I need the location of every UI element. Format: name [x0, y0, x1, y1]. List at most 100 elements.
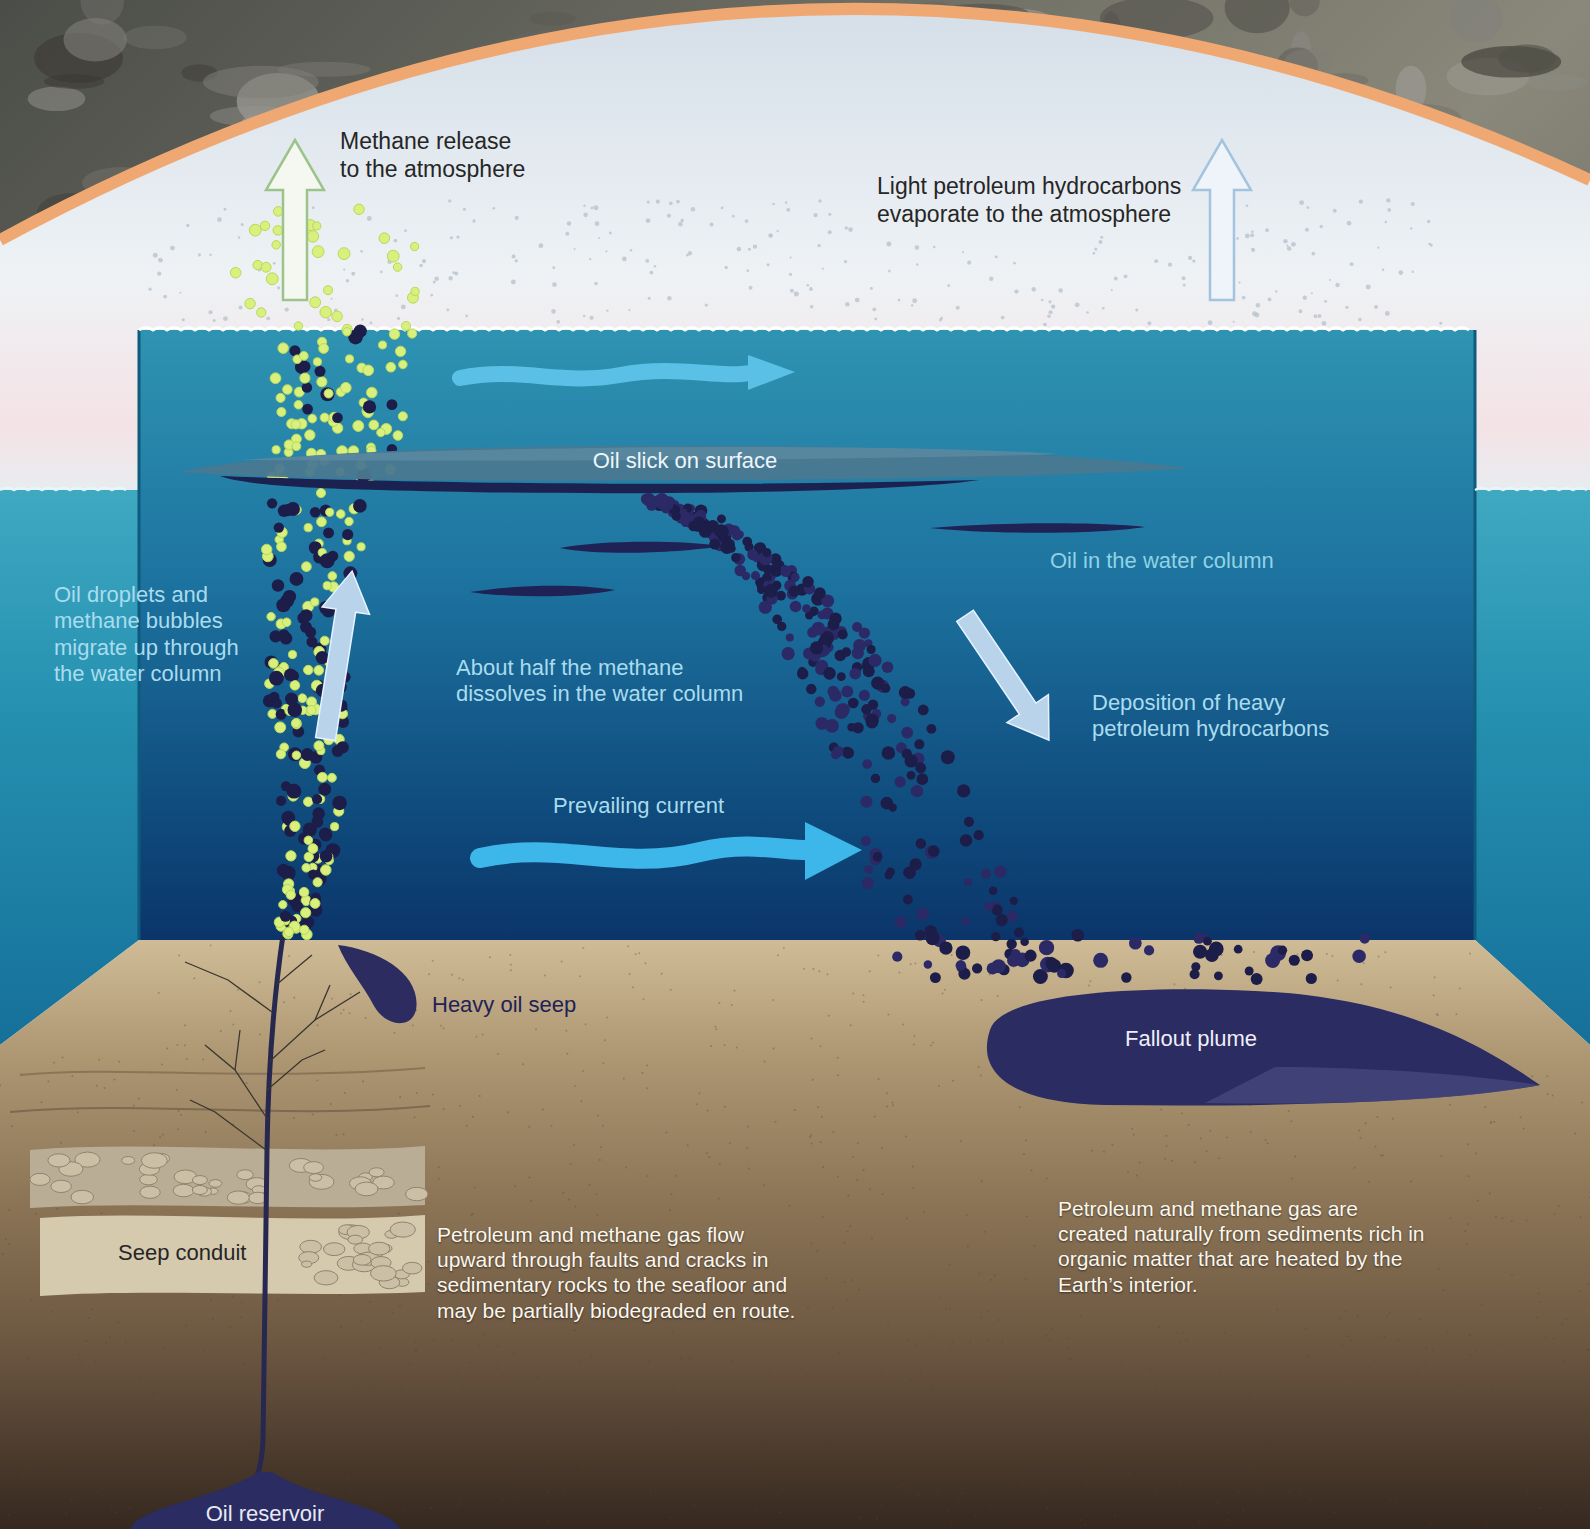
sand-speck — [153, 1392, 155, 1394]
sand-speck — [1341, 1484, 1343, 1486]
sand-speck — [513, 1353, 515, 1355]
sand-speck — [881, 1431, 883, 1433]
sand-speck — [1023, 1464, 1025, 1466]
sand-speck — [699, 1092, 701, 1094]
sand-speck — [34, 1487, 36, 1489]
sand-speck — [210, 1298, 212, 1300]
sand-speck — [822, 1216, 824, 1218]
sand-speck — [430, 1507, 432, 1509]
sand-speck — [175, 1367, 177, 1369]
oil-droplet — [727, 544, 735, 552]
mist-dot — [1233, 321, 1235, 323]
sand-speck — [707, 1110, 709, 1112]
sand-speck — [1501, 1399, 1503, 1401]
mist-dot — [609, 232, 612, 235]
sand-speck — [617, 1408, 619, 1410]
sand-speck — [1447, 1332, 1449, 1334]
sand-speck — [60, 1142, 62, 1144]
sand-speck — [177, 1128, 179, 1130]
sand-speck — [94, 1360, 96, 1362]
sand-speck — [1310, 1500, 1312, 1502]
mist-dot — [1268, 298, 1272, 302]
mist-dot — [1335, 283, 1339, 287]
sand-speck — [670, 1193, 672, 1195]
sand-speck — [1181, 1112, 1183, 1114]
sand-speck — [501, 1372, 503, 1374]
frame-arc — [0, 9, 1590, 240]
mist-dot — [266, 316, 270, 320]
methane-bubble — [310, 297, 321, 308]
sand-speck — [538, 1439, 540, 1441]
methane-bubble — [278, 343, 289, 354]
sand-speck — [1217, 1502, 1219, 1504]
sand-speck — [881, 1505, 883, 1507]
oil-droplet — [1045, 957, 1057, 969]
oil-droplet — [279, 866, 290, 877]
sand-speck — [892, 1432, 894, 1434]
sand-speck — [785, 1415, 787, 1417]
mist-dot — [538, 243, 543, 248]
mist-dot — [1147, 321, 1151, 325]
sand-speck — [680, 1358, 682, 1360]
sand-speck — [606, 1016, 608, 1018]
sand-speck — [604, 1039, 606, 1041]
mist-dot — [556, 320, 560, 324]
sand-speck — [812, 968, 814, 970]
mist-dot — [1048, 300, 1051, 303]
oil-droplet — [1007, 954, 1020, 967]
sand-speck — [1178, 1342, 1180, 1344]
sand-speck — [1224, 1332, 1226, 1334]
sand-speck — [204, 1350, 206, 1352]
sand-speck — [550, 1125, 552, 1127]
sand-speck — [47, 1080, 49, 1082]
mist-dot — [749, 286, 753, 290]
mist-dot — [170, 246, 175, 251]
sand-speck — [869, 970, 871, 972]
sand-speck — [1051, 1328, 1053, 1330]
mist-dot — [209, 254, 211, 256]
sand-speck — [646, 1087, 648, 1089]
sand-speck — [1382, 1154, 1384, 1156]
pebble — [304, 1162, 324, 1174]
mist-dot — [361, 318, 363, 320]
mist-dot — [1058, 288, 1062, 292]
sand-speck — [109, 1336, 111, 1338]
sand-speck — [1265, 1139, 1267, 1141]
mist-dot — [346, 279, 349, 282]
sand-speck — [820, 1389, 822, 1391]
crack — [235, 1030, 240, 1070]
sand-speck — [675, 1175, 677, 1177]
mist-dot — [1075, 302, 1080, 307]
sand-speck — [774, 1462, 776, 1464]
sand-speck — [469, 1361, 471, 1363]
mist-dot — [995, 255, 998, 258]
mist-dot — [933, 246, 936, 249]
sand-speck — [912, 1165, 914, 1167]
sand-speck — [933, 1467, 935, 1469]
oil-droplet — [1234, 945, 1243, 954]
sand-speck — [53, 1062, 55, 1064]
methane-bubble — [344, 551, 354, 561]
methane-bubble — [411, 242, 419, 250]
oil-droplet — [816, 717, 829, 730]
methane-bubble — [277, 407, 286, 416]
sand-speck — [997, 1456, 999, 1458]
sand-speck — [1225, 1487, 1227, 1489]
sand-speck — [162, 1427, 164, 1429]
methane-bubble — [301, 908, 311, 918]
sand-speck — [898, 1487, 900, 1489]
sand-speck — [514, 1185, 516, 1187]
sand-speck — [1149, 1367, 1151, 1369]
sand-speck — [1588, 1451, 1590, 1453]
sand-speck — [944, 989, 946, 991]
sand-speck — [194, 1427, 196, 1429]
sand-speck — [1024, 1394, 1026, 1396]
oil-droplet — [302, 404, 313, 415]
mist-dot — [331, 298, 333, 300]
sand-speck — [1481, 1303, 1483, 1305]
oil-droplet — [926, 724, 936, 734]
sand-speck — [1334, 1408, 1336, 1410]
sand-speck — [981, 999, 983, 1001]
mist-dot — [886, 242, 891, 247]
sand-speck — [457, 1505, 459, 1507]
